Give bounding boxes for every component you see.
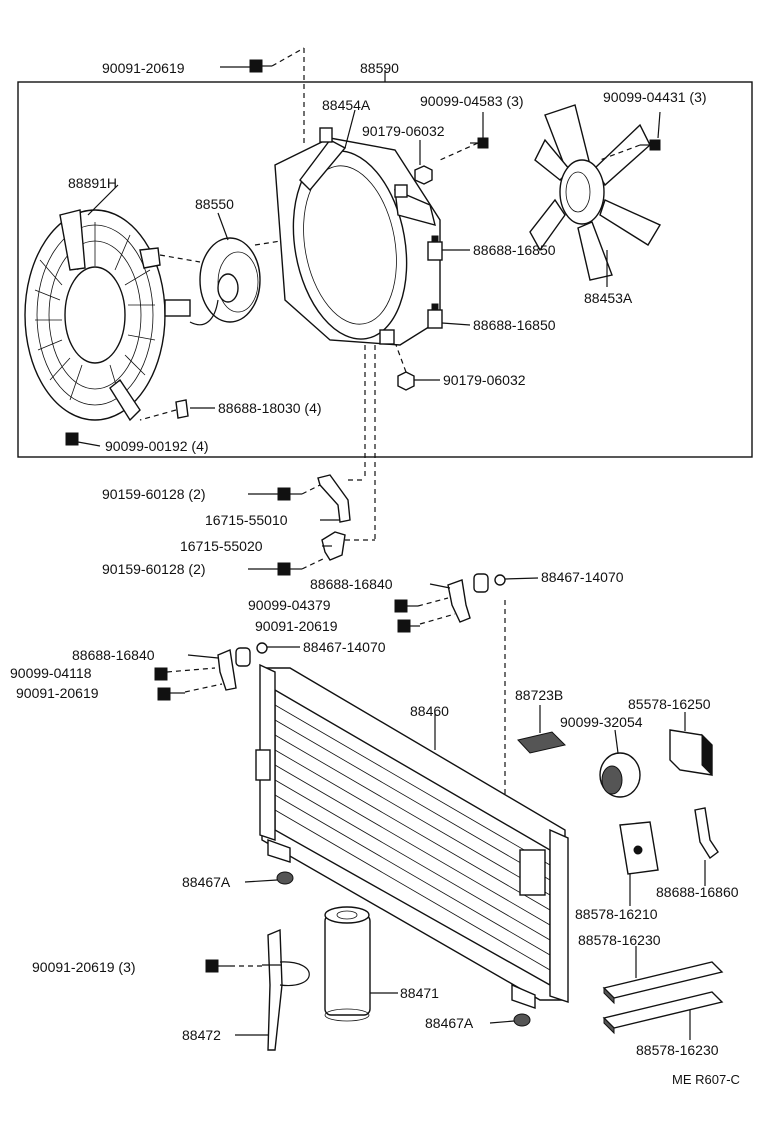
label-88590: 88590 <box>360 60 399 76</box>
fan-guard-part <box>24 209 166 422</box>
bolt-90159-60128-a <box>277 487 302 501</box>
clip-88688-16850-b <box>427 303 443 329</box>
label-88688-16850-a: 88688-16850 <box>473 242 556 258</box>
clip-88688-18030 <box>175 399 189 419</box>
bracket-16715-55020 <box>321 531 346 561</box>
label-88550: 88550 <box>195 196 234 212</box>
label-85578-16250: 85578-16250 <box>628 696 711 712</box>
clip-88688-16860 <box>694 807 719 860</box>
cushion-88467A-b <box>513 1013 531 1027</box>
bracket-88472 <box>262 928 310 1051</box>
bolt-90099-04583 <box>470 137 489 149</box>
label-88472: 88472 <box>182 1027 221 1043</box>
bolt-90099-00192 <box>65 432 79 446</box>
seal-88578-16230-a <box>602 961 724 1005</box>
bolt-90091-20619-mid <box>397 619 420 633</box>
bracket-88688-16840-b <box>217 649 237 691</box>
bolt-90099-04431 <box>640 139 661 151</box>
label-88460: 88460 <box>410 703 449 719</box>
label-90179-06032-bottom: 90179-06032 <box>443 372 526 388</box>
grommet-90099-32054 <box>599 752 641 798</box>
label-90179-06032-top: 90179-06032 <box>362 123 445 139</box>
bracket-88688-16840-a <box>447 579 471 623</box>
bolt-90099-04118 <box>154 667 168 681</box>
label-88467A-b: 88467A <box>425 1015 474 1031</box>
label-88688-16840-b: 88688-16840 <box>72 647 155 663</box>
pad-88578-16210 <box>619 821 659 875</box>
label-90091-20619-top: 90091-20619 <box>102 60 185 76</box>
condenser-part <box>255 663 569 1009</box>
label-16715-55020: 16715-55020 <box>180 538 263 554</box>
cushion-88467-14070-b <box>235 642 268 667</box>
label-90099-04379: 90099-04379 <box>248 597 331 613</box>
label-88578-16230-a: 88578-16230 <box>578 932 661 948</box>
label-88467-14070-b: 88467-14070 <box>303 639 386 655</box>
fan-shroud-part <box>274 127 441 346</box>
label-88578-16210: 88578-16210 <box>575 906 658 922</box>
label-88688-16840-a: 88688-16840 <box>310 576 393 592</box>
label-90099-00192: 90099-00192 (4) <box>105 438 209 454</box>
label-88688-16860: 88688-16860 <box>656 884 739 900</box>
pad-88723B <box>517 731 566 754</box>
label-88467A-a: 88467A <box>182 874 231 890</box>
bolt-90091-20619-3 <box>205 959 230 973</box>
receiver-dryer-part <box>324 906 371 1022</box>
label-88453A: 88453A <box>584 290 633 306</box>
label-88454A: 88454A <box>322 97 371 113</box>
cushion-88467-14070-a <box>473 573 506 593</box>
label-88688-18030: 88688-18030 (4) <box>218 400 322 416</box>
label-90159-60128-b: 90159-60128 (2) <box>102 561 206 577</box>
label-90099-04583: 90099-04583 (3) <box>420 93 524 109</box>
nut-90179-06032-top <box>414 165 433 185</box>
label-90099-32054: 90099-32054 <box>560 714 643 730</box>
bracket-16715-55010 <box>317 474 351 523</box>
label-90159-60128-a: 90159-60128 (2) <box>102 486 206 502</box>
clip-88688-16850-a <box>427 235 443 261</box>
pad-85578-16250 <box>669 729 713 777</box>
label-88467-14070-a: 88467-14070 <box>541 569 624 585</box>
bolt-90091-20619-left <box>157 687 185 701</box>
label-90091-20619-mid: 90091-20619 <box>255 618 338 634</box>
bolt-90159-60128-b <box>277 562 302 576</box>
seal-88578-16230-b <box>602 991 724 1035</box>
fan-motor-part <box>164 237 261 326</box>
bolt-90099-04379 <box>394 599 418 613</box>
reference-code: ME R607-C <box>672 1072 740 1087</box>
label-90099-04118: 90099-04118 <box>10 665 92 681</box>
label-88471: 88471 <box>400 985 439 1001</box>
label-88688-16850-b: 88688-16850 <box>473 317 556 333</box>
nut-90179-06032-bottom <box>397 371 415 391</box>
label-90091-20619-3: 90091-20619 (3) <box>32 959 136 975</box>
label-88891H: 88891H <box>68 175 117 191</box>
label-88723B: 88723B <box>515 687 563 703</box>
fan-blade-part <box>529 104 662 281</box>
bolt-90091-20619-top <box>249 59 272 73</box>
cushion-88467A-a <box>276 871 294 885</box>
label-90091-20619-left: 90091-20619 <box>16 685 99 701</box>
label-90099-04431: 90099-04431 (3) <box>603 89 707 105</box>
label-16715-55010: 16715-55010 <box>205 512 288 528</box>
label-88578-16230-b: 88578-16230 <box>636 1042 719 1058</box>
